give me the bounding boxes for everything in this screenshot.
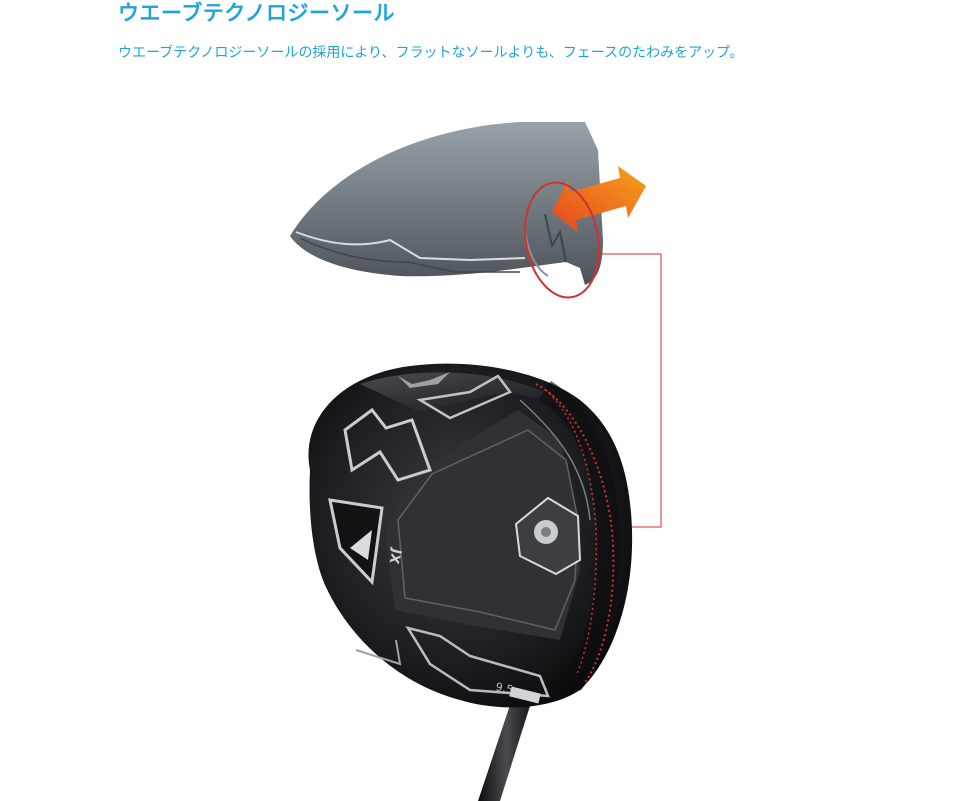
loft-marking-text: 9.5 <box>494 680 514 696</box>
mizuno-runbird-logo <box>398 372 450 388</box>
section-description: ウエーブテクノロジーソールの採用により、フラットなソールよりも、フェースのたわみ… <box>118 45 744 61</box>
wave-sole-outline <box>535 383 615 685</box>
double-arrow-icon <box>552 166 646 232</box>
model-mark-text: JX <box>386 546 404 565</box>
hosel-ferrule <box>509 686 541 704</box>
driver-club-head: JX 9.5 <box>308 363 633 708</box>
sole-cross-section <box>290 122 603 285</box>
club-shaft <box>478 690 535 801</box>
callout-circle-icon <box>524 181 600 299</box>
callout-connector-line <box>598 253 662 528</box>
section-title: ウエーブテクノロジーソール <box>118 1 395 25</box>
